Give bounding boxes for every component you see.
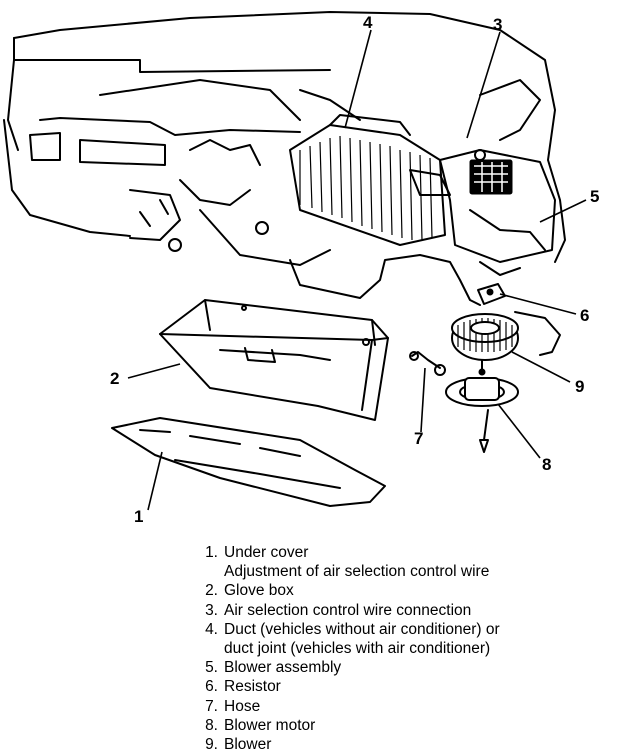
legend-item-continuation: Adjustment of air selection control wire (224, 563, 490, 581)
legend-item: 2. Glove box (196, 581, 616, 600)
diagram-canvas: 4 3 5 6 9 8 7 2 1 (3, 11, 599, 526)
legend-item: 6. Resistor (196, 677, 616, 696)
control-wire (289, 254, 481, 306)
callout-1: 1 (134, 507, 143, 526)
legend-number: 8. (205, 716, 218, 734)
legend-item: 9. Blower (196, 735, 616, 754)
dashboard (3, 11, 566, 266)
callout-5: 5 (590, 187, 599, 206)
legend-label: Air selection control wire connection (224, 601, 472, 619)
legend-item: 8. Blower motor (196, 716, 616, 735)
legend-number: 5. (205, 659, 218, 677)
parts-legend: 1. Under cover Adjustment of air selectio… (196, 543, 616, 754)
legend-number: 1. (205, 544, 218, 561)
legend-item: 1. Under cover (196, 543, 616, 562)
legend-number: 3. (205, 601, 218, 619)
legend-number: 6. (205, 678, 218, 696)
legend-item: 3. Air selection control wire connection (196, 601, 616, 620)
legend-label: Blower (224, 736, 272, 754)
legend-number: 9. (205, 736, 218, 754)
legend-number: 2. (205, 582, 218, 600)
leader-lines (127, 29, 587, 511)
legend-item: 4. Duct (vehicles without air conditioner… (196, 620, 616, 639)
glove-box (159, 299, 389, 421)
legend-item: 7. Hose (196, 697, 616, 716)
legend-number: 4. (205, 620, 218, 638)
blower-assembly (409, 149, 556, 276)
callout-7: 7 (414, 429, 423, 448)
legend-label: Duct (vehicles without air conditioner) … (224, 620, 500, 638)
blower (451, 313, 519, 361)
legend-item-continuation: duct joint (vehicles with air conditione… (224, 640, 491, 658)
exploded-diagram: 4 3 5 6 9 8 7 2 1 (3, 11, 599, 526)
under-cover (111, 417, 386, 507)
legend-number: 7. (205, 697, 218, 715)
legend-label: Blower motor (224, 716, 316, 734)
legend-label: Blower assembly (224, 659, 342, 677)
legend-label: Resistor (224, 678, 281, 696)
callout-labels: 4 3 5 6 9 8 7 2 1 (110, 13, 599, 526)
callout-8: 8 (542, 455, 551, 474)
legend-item: 5. Blower assembly (196, 658, 616, 677)
callout-9: 9 (575, 377, 584, 396)
blower-hose (514, 311, 561, 356)
duct (289, 114, 446, 246)
callout-4: 4 (363, 13, 373, 32)
legend-label: Glove box (224, 582, 294, 600)
callout-2: 2 (110, 369, 119, 388)
legend-label: Hose (224, 697, 261, 715)
callout-3: 3 (493, 15, 502, 34)
callout-6: 6 (580, 306, 589, 325)
hose (409, 351, 446, 376)
blower-motor (445, 359, 519, 453)
legend-label: Under cover (224, 544, 309, 561)
